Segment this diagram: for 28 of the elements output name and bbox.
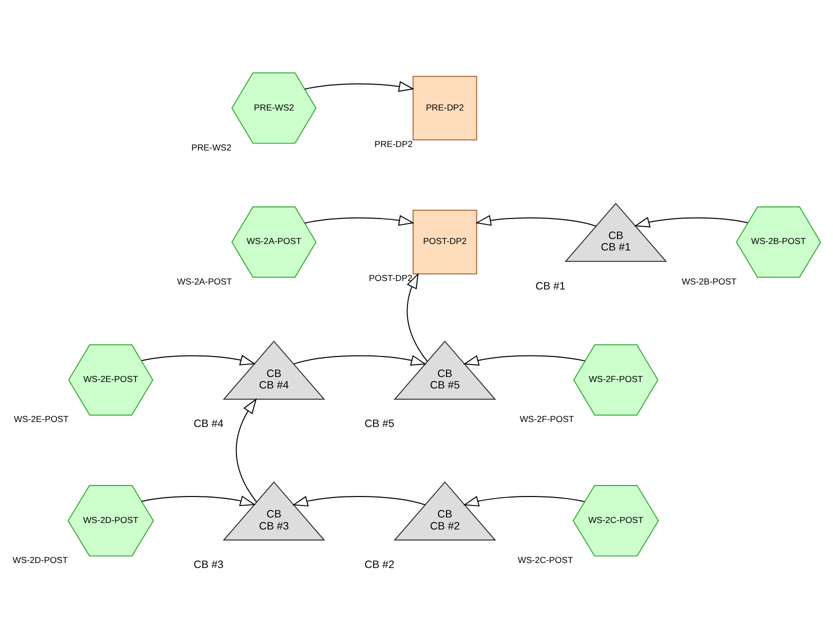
arrow — [304, 81, 414, 92]
arrow — [141, 354, 256, 366]
node-label: POST-DP2 — [368, 272, 412, 283]
node-label: CB #3 — [194, 558, 224, 571]
node-label: WS-2B-POST — [682, 276, 736, 286]
arrow — [141, 496, 256, 506]
arrow — [475, 214, 597, 227]
arrow — [292, 496, 426, 506]
arrow — [293, 355, 427, 366]
node-label: WS-2A-POST — [177, 276, 232, 286]
arrow — [463, 355, 586, 366]
node-label: WS-2F-POST — [520, 414, 574, 424]
node-label: CB #1 — [535, 280, 566, 292]
node-label: PRE-DP2 — [374, 138, 413, 149]
node-box: PRE-DP2 — [412, 76, 478, 140]
arrow — [304, 215, 414, 226]
arrow — [236, 398, 258, 503]
arrow — [463, 496, 586, 506]
node-label: PRE-WS2 — [191, 142, 232, 152]
node-label: CB #5 — [364, 418, 394, 430]
node-label: WS-2E-POST — [14, 414, 69, 424]
node-label: WS-2D-POST — [12, 554, 68, 565]
node-label: CB #2 — [364, 558, 394, 571]
node-label: WS-2C-POST — [518, 554, 574, 565]
node-label: CB #4 — [194, 418, 224, 430]
arrow — [634, 216, 748, 228]
arrow — [406, 272, 428, 362]
node-box: POST-DP2 — [412, 210, 478, 274]
